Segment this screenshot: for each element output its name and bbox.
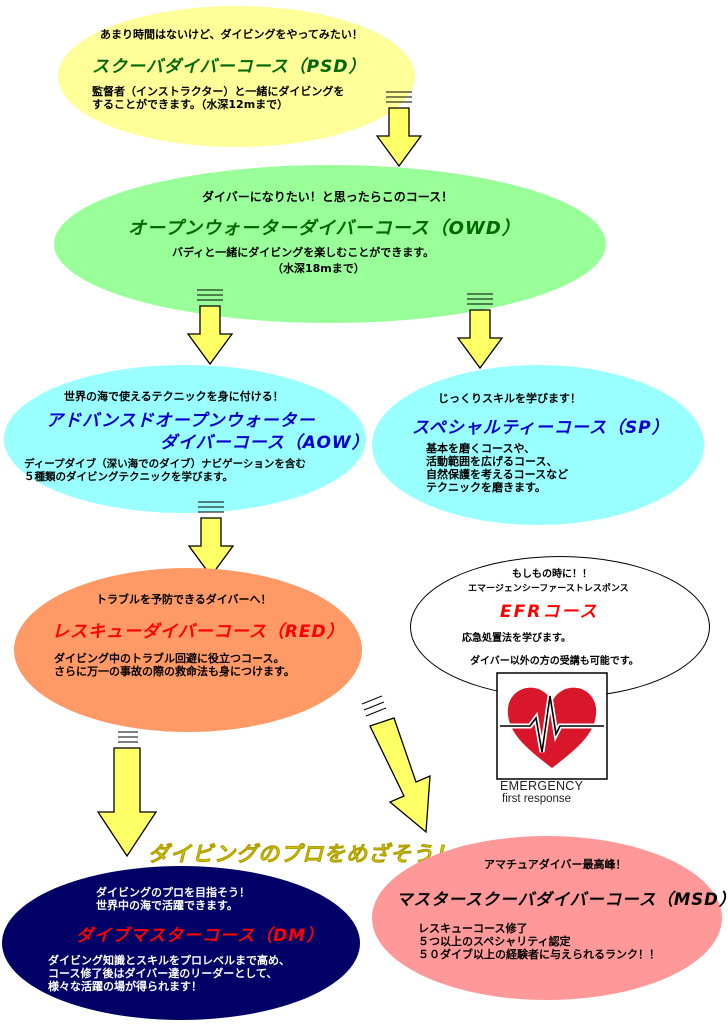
arrow-red-msd — [361, 695, 431, 834]
sp-body: 基本を磨くコースや、 活動範囲を広げるコース、 自然保護を考えるコースなど テク… — [426, 442, 569, 494]
msd-subtitle: アマチュアダイバー最高峰！ — [484, 858, 627, 871]
red-subtitle: トラブルを予防できるダイバーへ！ — [96, 593, 272, 606]
dm-ellipse — [2, 866, 360, 1020]
efr-logo-line2: first response — [502, 793, 572, 805]
efr-body-line2: ダイバー以外の方の受講も可能です。 — [470, 656, 639, 667]
psd-body: 監督者（インストラクター）と一緒にダイビングを することができます。（水深12m… — [92, 85, 345, 111]
efr-logo: EMERGENCY first response — [496, 672, 608, 808]
sp-title: スペシャルティーコース（SP） — [412, 418, 670, 438]
owd-subtitle: ダイバーになりたい！と思ったらこのコース！ — [202, 190, 454, 204]
aow-title-line1: アドバンスドオープンウォーター — [46, 411, 316, 431]
psd-ellipse — [58, 6, 415, 147]
pro-banner: ダイビングのプロをめざそう！ — [148, 842, 456, 867]
efr-logo-line1: EMERGENCY — [500, 779, 584, 793]
psd-subtitle: あまり時間はないけど、ダイビングをやってみたい！ — [100, 28, 363, 41]
efr-subtitle-1: もしもの時に！！ — [512, 569, 592, 580]
red-ellipse — [14, 568, 362, 732]
msd-body: レスキューコース修了 ５つ以上のスペシャリティ認定 ５０ダイブ以上の経験者に与え… — [418, 922, 660, 961]
arrow-aow-red — [187, 501, 235, 578]
efr-title: EFRコース — [500, 602, 599, 622]
red-body: ダイビング中のトラブル回避に役立つコース。 さらに万一の事故の際の救命法も身につ… — [54, 652, 295, 678]
dm-title: ダイブマスターコース（DM） — [76, 926, 325, 946]
owd-body-line1: バディと一緒にダイビングを楽しむことができます。 — [172, 246, 435, 259]
arrow-red-dm — [96, 731, 158, 858]
arrow-owd-aow — [186, 289, 234, 366]
aow-subtitle: 世界の海で使えるテクニックを身に付ける！ — [64, 390, 284, 403]
red-title: レスキューダイバーコース（RED） — [52, 622, 345, 642]
msd-title: マスタースクーバダイバーコース（MSD） — [396, 890, 728, 909]
aow-title-line2: ダイバーコース（AOW） — [160, 433, 370, 453]
arrow-psd-owd — [375, 91, 423, 168]
owd-ellipse — [54, 165, 606, 323]
aow-body: ディープダイブ（深い海でのダイブ）ナビゲーションを含む ５種類のダイビングテクニ… — [24, 458, 306, 483]
sp-subtitle: じっくりスキルを学びます！ — [438, 392, 581, 405]
dm-subtitle: ダイビングのプロを目指そう！ 世界中の海で活躍できます。 — [96, 886, 250, 912]
msd-ellipse — [372, 836, 722, 1000]
aow-ellipse — [4, 365, 366, 513]
heart-ecg-icon — [496, 672, 608, 780]
arrow-owd-sp — [456, 293, 504, 370]
efr-subtitle-2: エマージェンシーファーストレスポンス — [468, 584, 629, 594]
owd-title: オープンウォーターダイバーコース（OWD） — [128, 218, 521, 239]
dm-body: ダイビング知識とスキルをプロレベルまで高め、 コース修了後はダイバー達のリーダー… — [48, 954, 290, 993]
owd-body-line2: （水深18mまで） — [272, 262, 365, 275]
psd-title: スクーバダイバーコース（PSD） — [92, 57, 367, 77]
efr-body-line1: 応急処置法を学びます。 — [462, 633, 571, 644]
sp-ellipse — [372, 365, 704, 525]
